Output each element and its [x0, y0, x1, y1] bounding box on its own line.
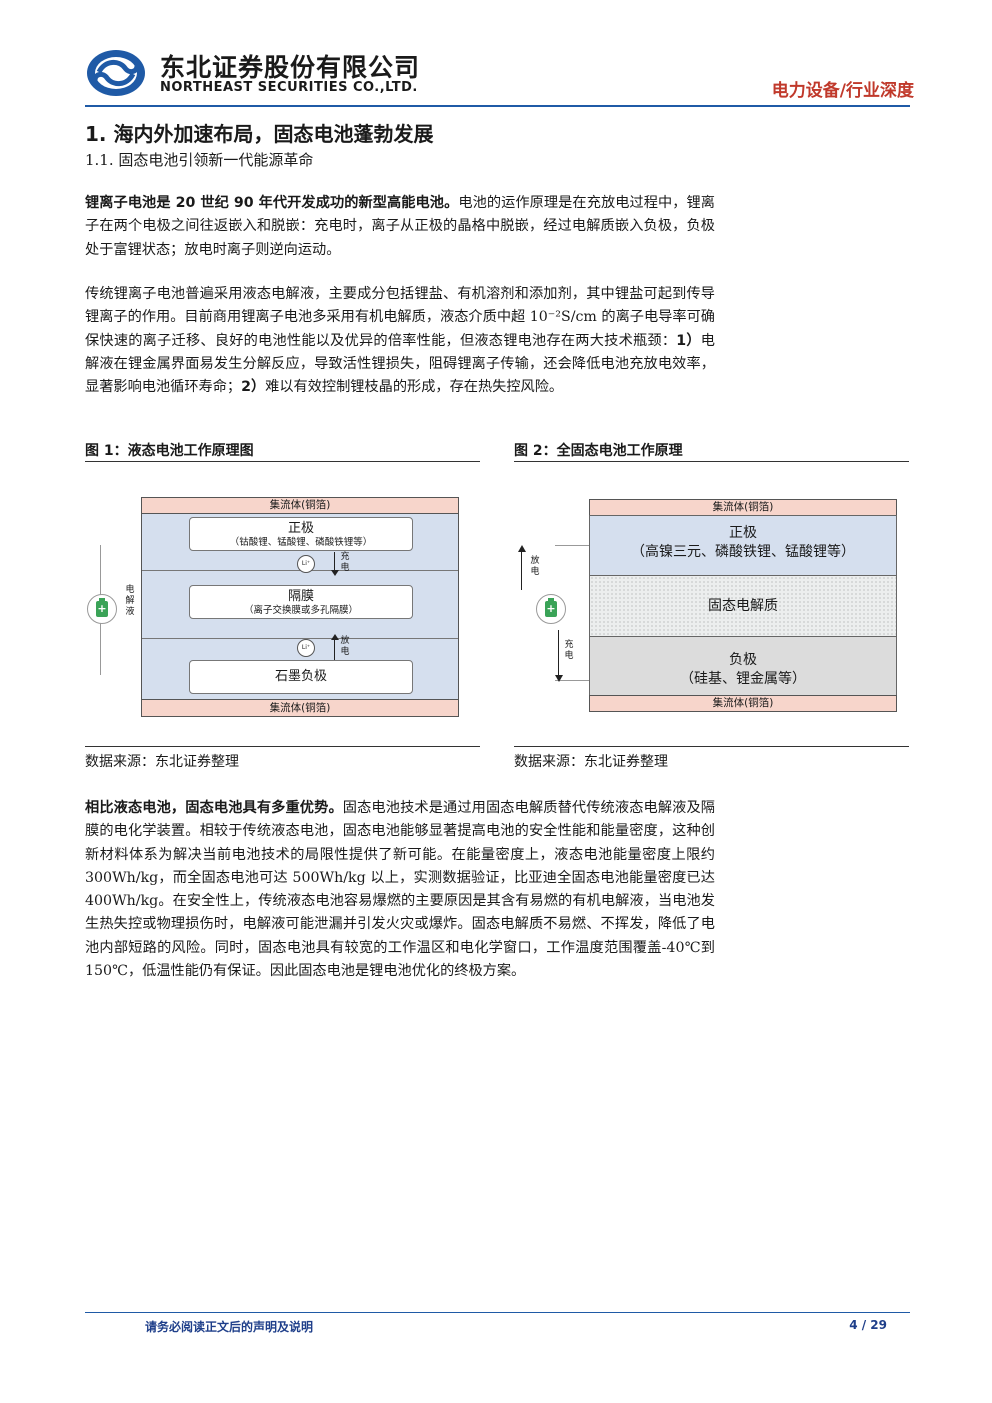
top-collector: 集流体(铜箔) — [589, 499, 897, 516]
anode-layer: 负极 （硅基、锂金属等） — [589, 636, 897, 696]
figure-2-source: 数据来源：东北证券整理 — [514, 754, 668, 770]
external-circuit-wire — [555, 545, 589, 546]
paragraph-2-num2: 2） — [241, 379, 266, 396]
cathode-label: 正极 — [729, 525, 757, 541]
figure-2-bottom-rule — [514, 746, 909, 747]
discharge-arrow-head — [518, 545, 526, 552]
paragraph-3: 相比液态电池，固态电池具有多重优势。固态电池技术是通过用固态电解质替代传统液态电… — [85, 797, 715, 983]
paragraph-3-lead: 相比液态电池，固态电池具有多重优势。 — [85, 800, 343, 816]
charge-arrow-head — [555, 675, 563, 682]
figure-2-title: 图 2：全固态电池工作原理 — [514, 443, 683, 459]
discharge-arrow — [521, 550, 522, 590]
cathode-label: 正极 — [287, 521, 314, 536]
paragraph-1-body: 电池的运作原理是在充放电过程中，锂离子在两个电极之间往返嵌入和脱嵌：充电时，离子… — [85, 195, 715, 258]
figure-1-top-rule — [85, 461, 480, 462]
subsection-heading: 1.1. 固态电池引领新一代能源革命 — [85, 151, 314, 169]
paragraph-1-lead: 锂离子电池是 20 世纪 90 年代开发成功的新型高能电池。 — [85, 195, 459, 211]
paragraph-2-a: 传统锂离子电池普遍采用液态电解液，主要成分包括锂盐、有机溶剂和添加剂，其中锂盐可… — [85, 286, 715, 349]
company-logo — [85, 48, 147, 98]
page-number: 4 / 29 — [849, 1318, 887, 1332]
paragraph-1: 锂离子电池是 20 世纪 90 年代开发成功的新型高能电池。电池的运作原理是在充… — [85, 192, 715, 262]
company-name-cn: 东北证券股份有限公司 — [160, 53, 421, 82]
separator-box: 隔膜 （离子交换膜或多孔隔膜） — [189, 585, 413, 619]
figure-1-diagram: 集流体(铜箔) 正极 （钴酸锂、锰酸锂、磷酸铁锂等） Li⁺ 充电 隔膜 （离子… — [141, 497, 459, 717]
bottom-collector: 集流体(铜箔) — [141, 699, 459, 717]
charge-arrow-head — [331, 570, 339, 576]
report-category: 电力设备/行业深度 — [771, 81, 914, 101]
separator-label: 隔膜 — [287, 589, 314, 604]
discharge-label: 放电 — [530, 556, 540, 577]
battery-icon: + — [87, 594, 117, 624]
cathode-materials: （高镍三元、磷酸铁锂、锰酸锂等） — [631, 544, 855, 560]
disclaimer-note: 请务必阅读正文后的声明及说明 — [145, 1320, 314, 1334]
anode-label: 负极 — [729, 652, 757, 668]
paragraph-2-d: 难以有效控制锂枝晶的形成，存在热失控风险。 — [265, 379, 564, 396]
figure-2-top-rule — [514, 461, 909, 462]
top-collector: 集流体(铜箔) — [141, 497, 459, 514]
footer-divider — [85, 1312, 910, 1313]
discharge-label: 放电 — [340, 636, 350, 657]
discharge-arrow-head — [331, 634, 339, 640]
paragraph-3-body: 固态电池技术是通过用固态电解质替代传统液态电解液及隔膜的电化学装置。相较于传统液… — [85, 800, 715, 980]
section-heading: 1. 海内外加速布局，固态电池蓬勃发展 — [85, 122, 434, 146]
lithium-ion-marker: Li⁺ — [297, 639, 315, 657]
charge-label: 充电 — [340, 552, 350, 573]
lithium-ion-marker: Li⁺ — [297, 555, 315, 573]
figure-1-bottom-rule — [85, 746, 480, 747]
battery-icon: + — [536, 594, 566, 624]
header-divider — [85, 105, 910, 107]
discharge-arrow — [334, 640, 335, 660]
bottom-collector: 集流体(铜箔) — [589, 695, 897, 712]
charge-label: 充电 — [564, 640, 574, 661]
paragraph-2-c: 电解液在锂金属界面易发生分解反应，导致活性锂损失，阻碍锂离子传输，还会降低电池充… — [85, 332, 715, 396]
charge-arrow — [558, 630, 559, 675]
cathode-materials: （钴酸锂、锰酸锂、磷酸铁锂等） — [229, 537, 373, 548]
figure-1-title: 图 1：液态电池工作原理图 — [85, 443, 254, 459]
figure-1-source: 数据来源：东北证券整理 — [85, 754, 239, 770]
external-circuit-wire — [555, 680, 589, 681]
anode-label: 石墨负极 — [274, 669, 327, 684]
company-name-en: NORTHEAST SECURITIES CO.,LTD. — [160, 80, 418, 95]
anode-box: 石墨负极 — [189, 660, 413, 694]
anode-materials: （硅基、锂金属等） — [680, 671, 806, 687]
layer-divider — [142, 638, 458, 639]
cathode-layer: 正极 （高镍三元、磷酸铁锂、锰酸锂等） — [589, 515, 897, 576]
solid-electrolyte-label: 固态电解质 — [708, 598, 778, 614]
charge-arrow — [334, 552, 335, 572]
paragraph-2: 传统锂离子电池普遍采用液态电解液，主要成分包括锂盐、有机溶剂和添加剂，其中锂盐可… — [85, 283, 715, 399]
electrolyte-label: 电解液 — [125, 585, 135, 617]
solid-electrolyte-layer: 固态电解质 — [589, 575, 897, 637]
paragraph-2-num1: 1） — [676, 332, 701, 349]
cathode-box: 正极 （钴酸锂、锰酸锂、磷酸铁锂等） — [189, 517, 413, 551]
separator-materials: （离子交换膜或多孔隔膜） — [243, 605, 358, 616]
